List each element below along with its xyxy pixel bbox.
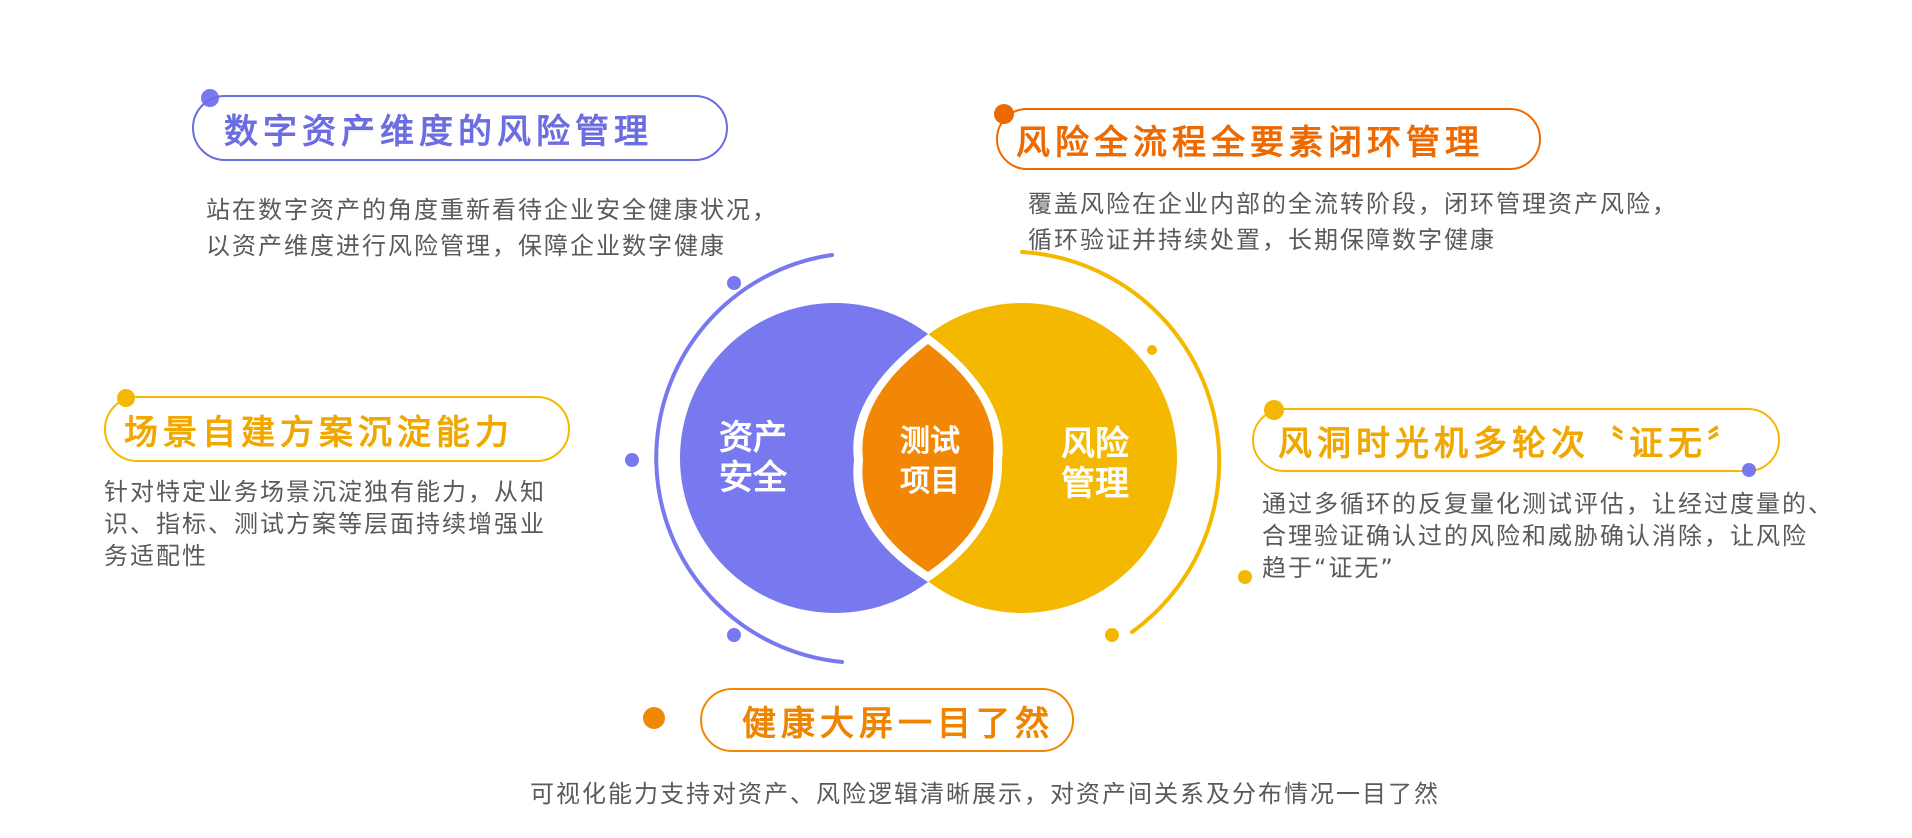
left-circle-label: 资产 安全 bbox=[698, 418, 808, 498]
scenario-title-text: 场景自建方案沉淀能力 bbox=[124, 412, 514, 453]
arc-dot bbox=[625, 453, 639, 467]
middle-label-line1: 测试 bbox=[900, 424, 960, 459]
right-outer-arc bbox=[1020, 250, 1222, 634]
middle-label-line2: 项目 bbox=[900, 464, 960, 499]
big-screen-desc: 可视化能力支持对资产、风险逻辑清晰展示，对资产间关系及分布情况一目了然 bbox=[530, 776, 1440, 812]
left-label-line2: 安全 bbox=[719, 458, 787, 498]
full-process-title-text: 风险全流程全要素闭环管理 bbox=[1016, 122, 1484, 163]
middle-lens-label: 测试 项目 bbox=[880, 422, 980, 502]
section-dot bbox=[643, 707, 665, 729]
desc-line: 务适配性 bbox=[104, 542, 208, 570]
time-machine-title-text: 风洞时光机多轮次〝证无〞 bbox=[1278, 423, 1746, 464]
desc-line: 站在数字资产的角度重新看待企业安全健康状况， bbox=[206, 196, 778, 224]
time-machine-title: 风洞时光机多轮次〝证无〞 bbox=[1252, 408, 1780, 472]
time-machine-desc: 通过多循环的反复量化测试评估，让经过度量的、 合理验证确认过的风险和威胁确认消除… bbox=[1262, 488, 1834, 584]
arc-dot bbox=[727, 628, 741, 642]
left-label-line1: 资产 bbox=[719, 418, 787, 458]
digital-asset-desc: 站在数字资产的角度重新看待企业安全健康状况， 以资产维度进行风险管理，保障企业数… bbox=[206, 192, 778, 264]
desc-line: 合理验证确认过的风险和威胁确认消除，让风险 bbox=[1262, 522, 1808, 550]
pill-end-dot bbox=[1742, 463, 1756, 477]
right-label-line2: 管理 bbox=[1061, 464, 1129, 504]
right-label-line1: 风险 bbox=[1061, 424, 1129, 464]
desc-line: 以资产维度进行风险管理，保障企业数字健康 bbox=[206, 232, 726, 260]
left-outer-arc bbox=[654, 253, 844, 664]
desc-line: 循环验证并持续处置，长期保障数字健康 bbox=[1028, 226, 1496, 254]
full-process-title: 风险全流程全要素闭环管理 bbox=[996, 108, 1541, 170]
desc-line: 覆盖风险在企业内部的全流转阶段，闭环管理资产风险， bbox=[1028, 190, 1678, 218]
digital-asset-title: 数字资产维度的风险管理 bbox=[192, 95, 728, 161]
full-process-desc: 覆盖风险在企业内部的全流转阶段，闭环管理资产风险， 循环验证并持续处置，长期保障… bbox=[1028, 186, 1678, 258]
scenario-title: 场景自建方案沉淀能力 bbox=[104, 396, 570, 462]
desc-line: 针对特定业务场景沉淀独有能力，从知 bbox=[104, 478, 546, 506]
right-circle-label: 风险 管理 bbox=[1040, 424, 1150, 504]
desc-line: 趋于“证无” bbox=[1262, 554, 1395, 582]
overlap-lens-fill bbox=[862, 344, 994, 572]
digital-asset-title-text: 数字资产维度的风险管理 bbox=[224, 111, 653, 152]
arc-dot bbox=[727, 276, 741, 290]
desc-line: 通过多循环的反复量化测试评估，让经过度量的、 bbox=[1262, 490, 1834, 518]
arc-dot bbox=[1105, 628, 1119, 642]
arc-dot bbox=[1147, 345, 1157, 355]
section-side-dot bbox=[1238, 570, 1252, 584]
big-screen-title-text: 健康大屏一目了然 bbox=[742, 703, 1054, 744]
scenario-desc: 针对特定业务场景沉淀独有能力，从知 识、指标、测试方案等层面持续增强业 务适配性 bbox=[104, 476, 546, 572]
desc-line: 识、指标、测试方案等层面持续增强业 bbox=[104, 510, 546, 538]
big-screen-title: 健康大屏一目了然 bbox=[700, 688, 1074, 752]
desc-line: 可视化能力支持对资产、风险逻辑清晰展示，对资产间关系及分布情况一目了然 bbox=[530, 780, 1440, 808]
